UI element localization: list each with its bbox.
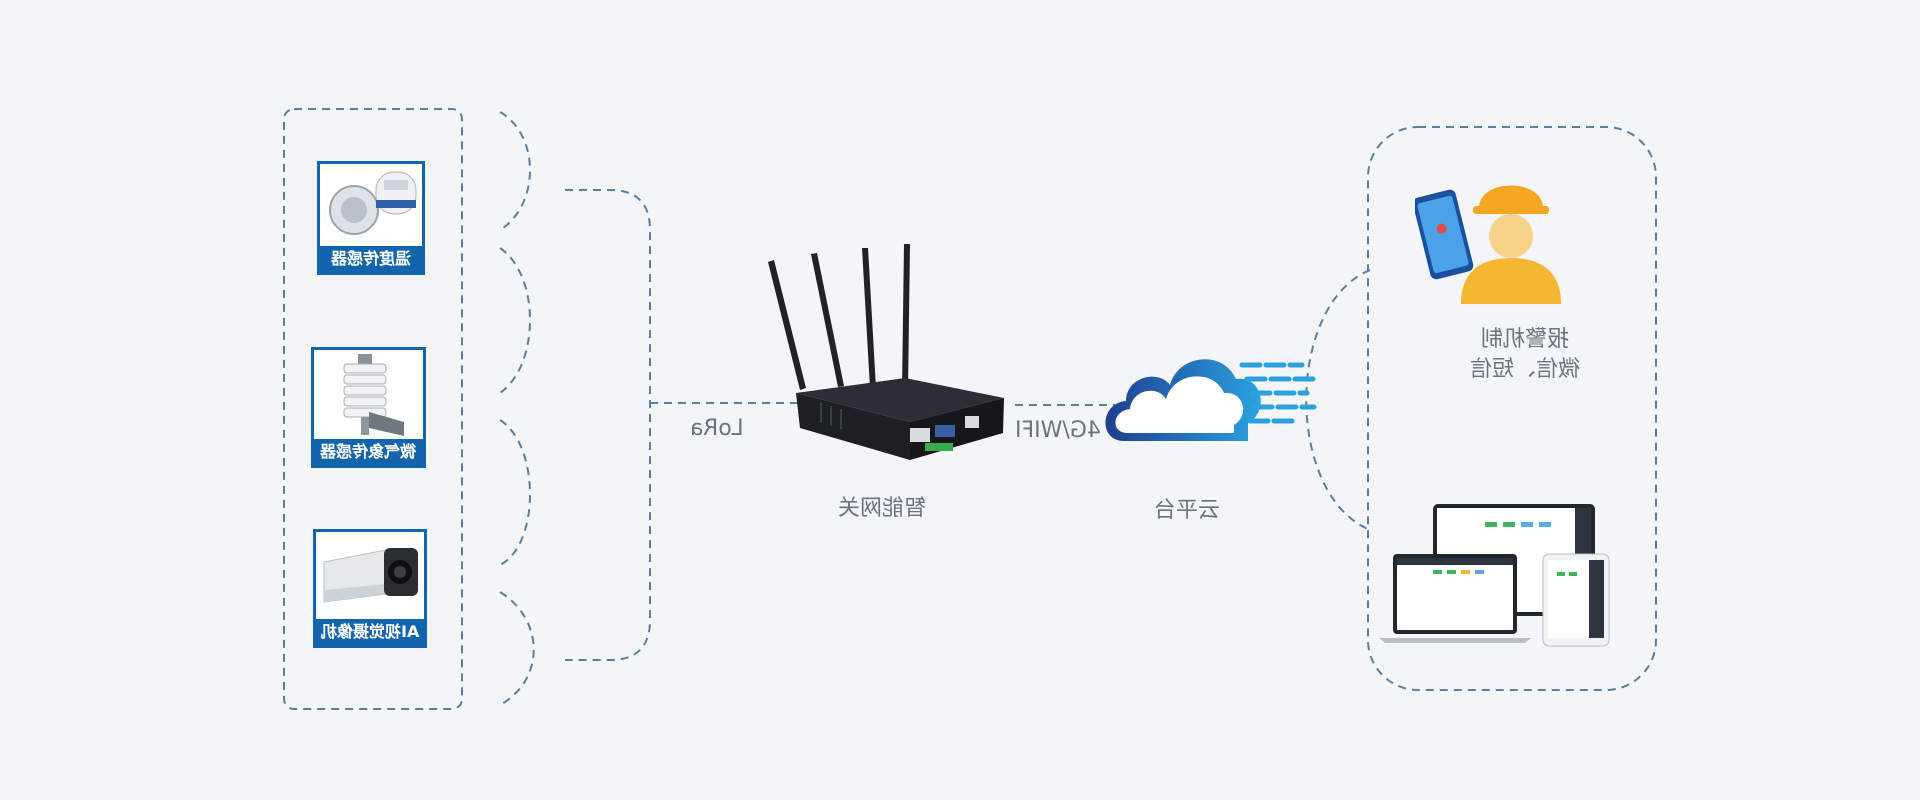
alert-line-2: 微信、短信 — [1469, 357, 1580, 382]
sensor-card-weather: 微气象传感器 — [311, 347, 426, 468]
sensor-card-camera: AI视觉摄像机 — [313, 529, 427, 648]
alert-group-outline — [1367, 126, 1657, 691]
sensor-label-temperature: 温度传感器 — [330, 249, 411, 268]
sensor-label-camera: AI视觉摄像机 — [320, 622, 420, 641]
worker-phone-icon — [1412, 185, 1561, 304]
temperature-sensor-icon — [320, 164, 422, 246]
sensor-label-weather: 微气象传感器 — [320, 442, 417, 461]
alert-label: 报警机制 微信、短信 — [1455, 325, 1595, 385]
gateway-router — [760, 238, 1010, 478]
alert-brace — [1305, 269, 1371, 531]
platform-screens — [1375, 500, 1615, 650]
lora-label: LoRa — [690, 416, 744, 441]
gateway-bracket — [565, 189, 651, 661]
weather-station-icon — [314, 350, 423, 439]
camera-icon — [316, 532, 424, 619]
sensor-brace-3 — [499, 419, 531, 566]
router-icon — [768, 244, 1004, 460]
alert-worker — [1412, 170, 1575, 310]
cellular-label: 4G/WIFI — [1015, 418, 1101, 443]
cloud-platform — [1102, 345, 1317, 455]
cloud-icon — [1105, 359, 1317, 441]
sensor-brace-1 — [499, 111, 531, 231]
sensor-brace-4 — [499, 591, 535, 706]
multi-device-screens-icon — [1379, 504, 1610, 647]
sensor-brace-2 — [499, 247, 531, 394]
sensor-card-temperature: 温度传感器 — [317, 161, 425, 275]
cloud-label: 云平台 — [1154, 498, 1221, 523]
alert-line-1: 报警机制 — [1480, 327, 1569, 352]
gateway-label: 智能网关 — [838, 496, 927, 521]
sensor-group-outline — [283, 108, 463, 710]
